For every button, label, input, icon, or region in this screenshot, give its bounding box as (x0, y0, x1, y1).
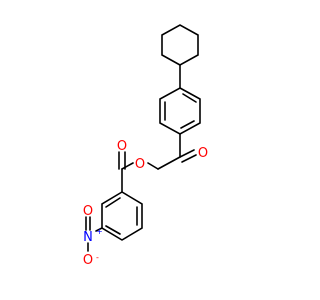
aryl-nitro-bond (95, 227, 103, 232)
ketone-oxygen-label: O (198, 146, 208, 161)
oxygen-carbonyl-bond (121, 162, 134, 170)
ketone-ch2-bond (157, 156, 181, 170)
benzene-ring-top (159, 87, 201, 135)
ester-double-bond (118, 151, 126, 170)
molecule-canvas: O O O N + O O - (83, 24, 208, 268)
benzene-ring-bottom (101, 191, 143, 241)
cyclohexane-ring (161, 24, 199, 66)
ch2-oxygen-bond (147, 162, 159, 170)
nitro-nitrogen-label: N (83, 230, 93, 245)
nitro-single-oxygen-label: O (83, 253, 93, 268)
nitro-double-oxygen-label: O (83, 204, 93, 219)
nitro-nitrogen-charge: + (96, 227, 103, 236)
ketone-double-bond (179, 149, 197, 163)
nitro-oxygen-charge: - (96, 253, 99, 262)
ester-carbonyl-oxygen-label: O (117, 139, 127, 154)
ester-oxygen-label: O (135, 157, 145, 172)
structure-diagram: O O O N + O O - (83, 24, 208, 268)
nitro-double-bond (85, 216, 91, 231)
